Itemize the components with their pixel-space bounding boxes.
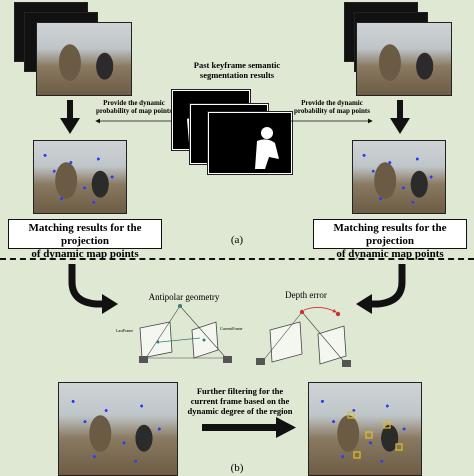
filtered-region-markers: [347, 411, 403, 459]
right-input-image: [356, 22, 452, 96]
antipolar-title: Antipolar geometry: [148, 292, 220, 302]
further-filtering-label: Further filtering for the current frame …: [187, 386, 293, 416]
panel-a-label: (a): [230, 234, 244, 246]
moved-map-point: [335, 311, 341, 317]
arrow-down-left: [60, 100, 80, 134]
left-matching-image: [33, 140, 127, 214]
antipolar-geometry-diagram: [139, 304, 232, 363]
camera-icon: [256, 358, 265, 365]
bottom-graphics: [68, 264, 406, 438]
right-matching-image: [352, 140, 446, 214]
arrow-down-right: [390, 100, 410, 134]
top-arrows: [60, 100, 410, 134]
left-input-image: [36, 22, 132, 96]
camera-icon: [223, 356, 232, 363]
frame-plane-right: [317, 325, 347, 365]
map-point: [178, 304, 182, 308]
curved-arrow-left: [68, 264, 118, 314]
probability-label-right: Provide the dynamic probability of map p…: [294, 99, 370, 115]
depth-error-diagram: [256, 307, 351, 367]
frame-plane-left: [269, 321, 303, 363]
seg-silhouette: [255, 127, 279, 169]
lastframe-label: LastFrame: [116, 328, 134, 333]
camera-icon: [342, 360, 351, 367]
depth-move-arrow: [303, 307, 337, 313]
before-filtering-image: [58, 382, 178, 476]
probability-label-left: Provide the dynamic probability of map p…: [96, 99, 172, 115]
seg-mask-front: [207, 111, 293, 175]
section-divider: [0, 258, 474, 260]
curved-arrow-right: [356, 264, 406, 314]
currentframe-label: CurrentFrame: [220, 326, 243, 331]
depth-error-title: Depth error: [285, 290, 327, 300]
camera-icon: [139, 356, 148, 363]
segmentation-label: Past keyframe semantic segmentation resu…: [193, 60, 281, 80]
epipolar-line: [159, 337, 201, 343]
matching-caption-right: Matching results for the projection of d…: [313, 219, 467, 260]
filtered-scene: [308, 382, 422, 476]
panel-b-label: (b): [230, 462, 244, 474]
matching-caption-left: Matching results for the projection of d…: [8, 219, 162, 260]
further-filtering-arrow: [202, 417, 296, 438]
map-point: [299, 309, 305, 315]
